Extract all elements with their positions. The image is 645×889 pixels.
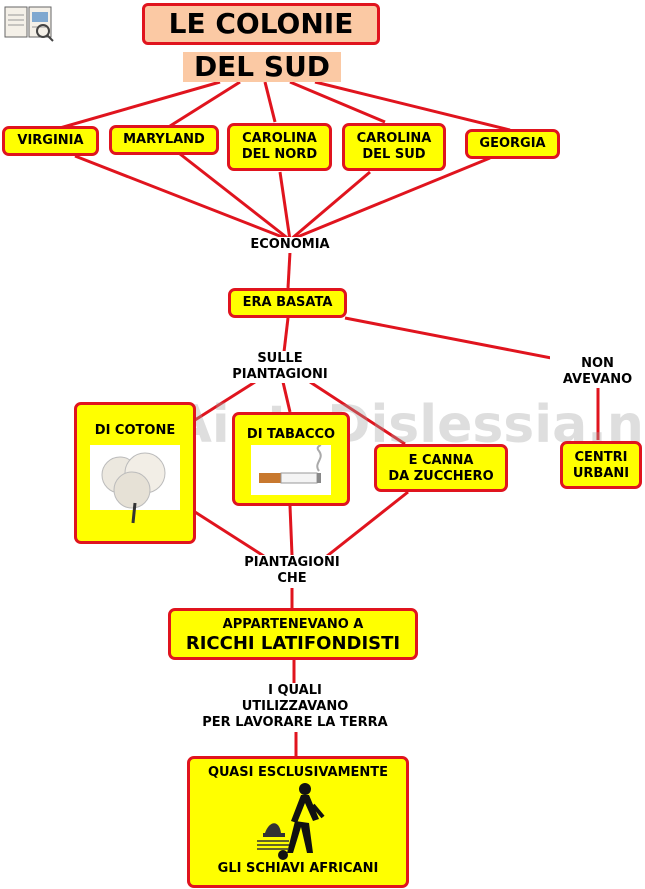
cotton-flower-icon [90, 445, 180, 524]
box-centri-urbani: CENTRI URBANI [560, 441, 642, 489]
label-economia: ECONOMIA [240, 237, 340, 253]
label-i-quali: I QUALI UTILIZZAVANO PER LAVORARE LA TER… [190, 683, 400, 731]
box-era-basata: ERA BASATA [228, 288, 347, 318]
colony-carolina-del-nord: CAROLINA DEL NORD [227, 123, 332, 171]
title-line2: DEL SUD [183, 52, 341, 82]
box-di-cotone: DI COTONE [74, 402, 196, 544]
label-di-tabacco: DI TABACCO [246, 427, 336, 442]
colony-carolina-del-sud: CAROLINA DEL SUD [342, 123, 446, 171]
colony-maryland: MARYLAND [109, 125, 219, 155]
label-sulle-piantagioni: SULLE PIANTAGIONI [220, 351, 340, 383]
cigarette-icon [251, 445, 331, 495]
label-ricchi-latifondisti: RICCHI LATIFONDISTI [185, 633, 401, 654]
box-appartenevano: APPARTENEVANO A RICCHI LATIFONDISTI [168, 608, 418, 660]
label-quasi-esclusivamente: QUASI ESCLUSIVAMENTE [207, 765, 389, 780]
label-non-avevano: NON AVEVANO [550, 356, 645, 388]
box-canna-da-zucchero: E CANNA DA ZUCCHERO [374, 444, 508, 492]
book-logo-icon [4, 6, 54, 42]
colony-virginia: VIRGINIA [2, 126, 99, 156]
box-schiavi: QUASI ESCLUSIVAMENTE GLI SCHIAVI AFRICAN… [187, 756, 409, 888]
label-piantagioni-che: PIANTAGIONI CHE [232, 555, 352, 587]
label-gli-schiavi-africani: GLI SCHIAVI AFRICANI [217, 861, 379, 876]
colony-georgia: GEORGIA [465, 129, 560, 159]
slave-figure-icon [257, 783, 325, 860]
box-di-tabacco: DI TABACCO [232, 412, 350, 506]
title-line1: LE COLONIE [142, 3, 380, 45]
label-di-cotone: DI COTONE [94, 423, 176, 438]
label-appartenevano: APPARTENEVANO A [222, 617, 364, 632]
